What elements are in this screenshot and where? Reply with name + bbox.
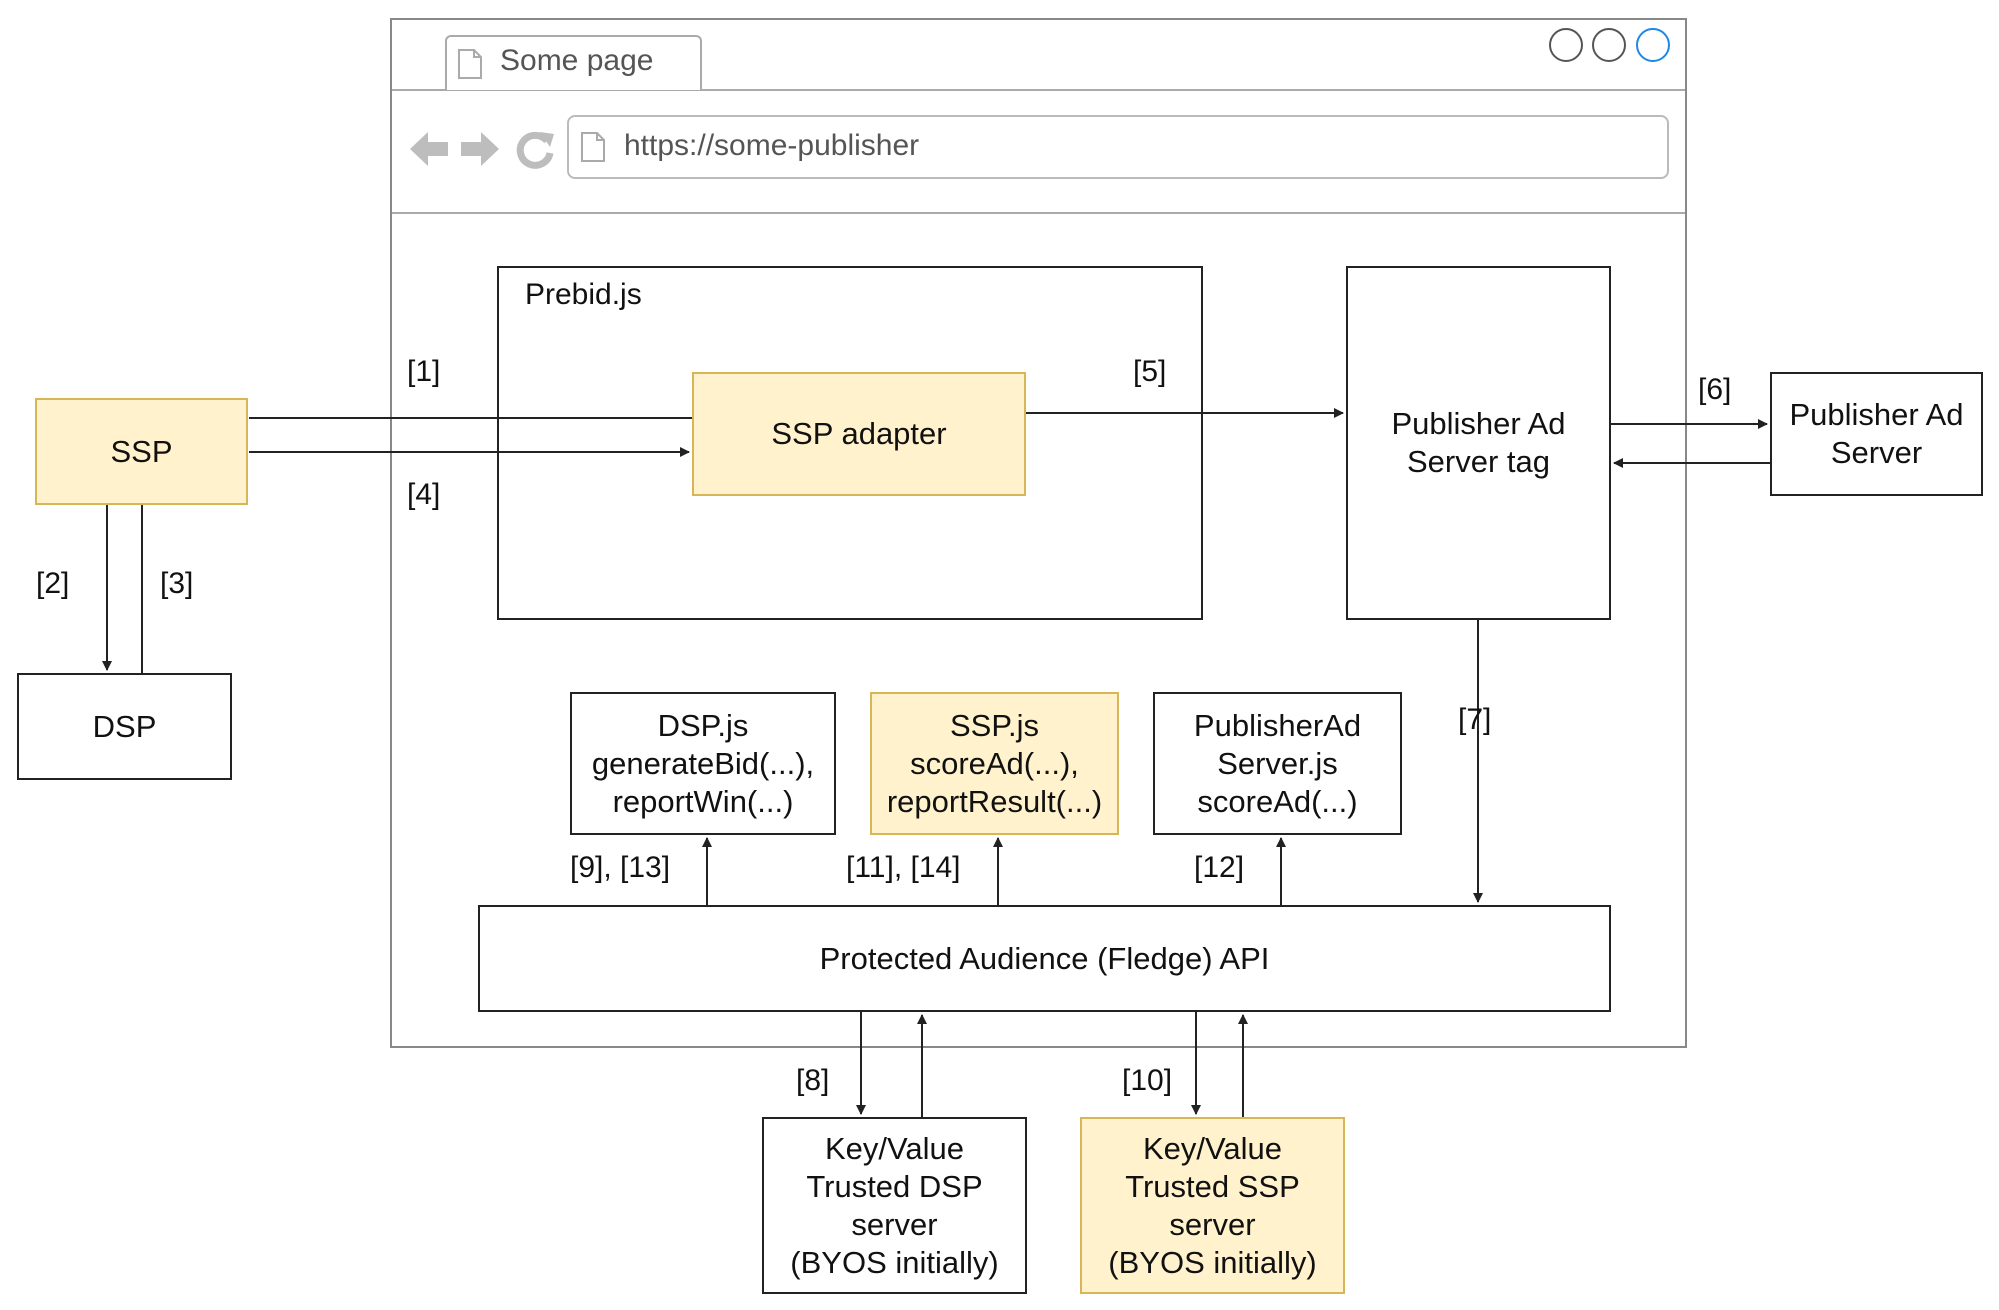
tab-strip-divider [392,89,1685,91]
edge-label-9-13: [9], [13] [570,851,671,884]
reload-icon[interactable] [514,128,556,175]
edge-label-3: [3] [160,567,194,600]
publisher-ad-server-box: Publisher Ad Server [1770,372,1983,496]
publisher-ad-server-tag-box: Publisher Ad Server tag [1346,266,1611,620]
window-button-3[interactable] [1636,28,1670,62]
window-button-1[interactable] [1549,28,1583,62]
publisher-ad-server-js-box: PublisherAd Server.js scoreAd(...) [1153,692,1402,835]
kv-trusted-dsp-server-box: Key/Value Trusted DSP server (BYOS initi… [762,1117,1027,1294]
edge-label-7: [7] [1458,703,1492,736]
forward-arrow-icon[interactable] [459,128,501,175]
edge-label-2: [2] [36,567,70,600]
address-bar[interactable] [567,115,1669,179]
browser-tab[interactable] [445,35,702,90]
ssp-box: SSP [35,398,248,505]
edge-label-6: [6] [1698,373,1732,406]
ssp-js-box: SSP.js scoreAd(...), reportResult(...) [870,692,1119,835]
window-button-2[interactable] [1592,28,1626,62]
kv-trusted-ssp-server-box: Key/Value Trusted SSP server (BYOS initi… [1080,1117,1345,1294]
dsp-box: DSP [17,673,232,780]
back-arrow-icon[interactable] [408,128,450,175]
edge-label-12: [12] [1194,851,1245,884]
url-page-icon [580,131,606,168]
edge-label-8: [8] [796,1064,830,1097]
url-text: https://some-publisher [624,129,920,162]
edge-label-4: [4] [407,478,441,511]
edge-label-11-14: [11], [14] [846,851,961,884]
page-icon [457,48,483,85]
toolbar-divider [392,212,1685,214]
fledge-api-box: Protected Audience (Fledge) API [478,905,1611,1012]
dsp-js-box: DSP.js generateBid(...), reportWin(...) [570,692,836,835]
prebid-label: Prebid.js [525,278,642,311]
ssp-adapter-box: SSP adapter [692,372,1026,496]
edge-label-5: [5] [1133,355,1167,388]
edge-label-1: [1] [407,355,441,388]
edge-label-10: [10] [1122,1064,1173,1097]
tab-title: Some page [500,44,654,77]
